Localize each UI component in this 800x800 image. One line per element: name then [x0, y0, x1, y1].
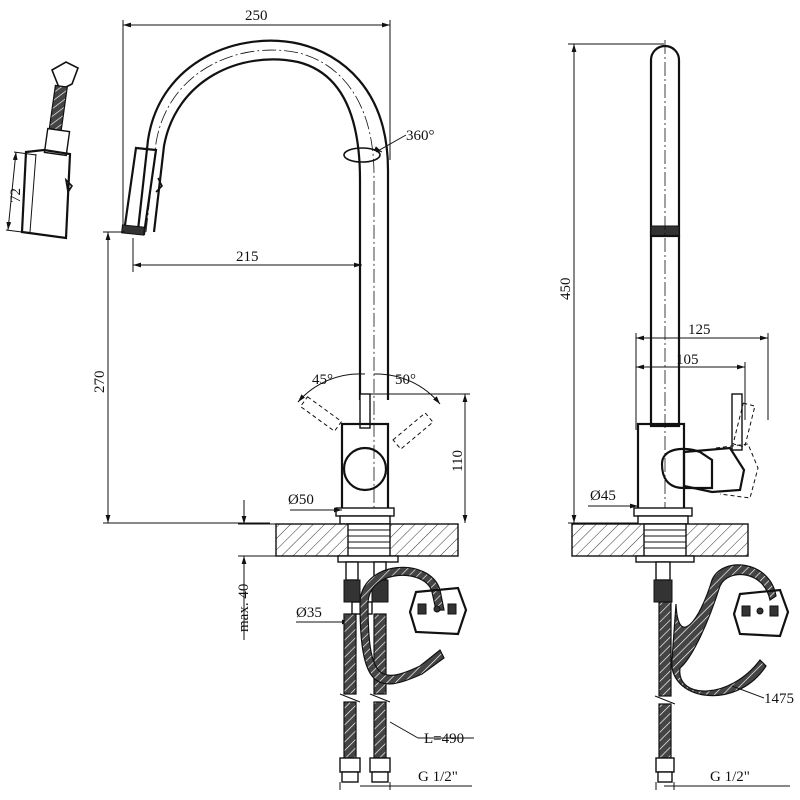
dim-hose-1475: 1475	[764, 691, 794, 707]
thread-front-label: G 1/2"	[418, 769, 458, 785]
spray-length-label: 72	[8, 188, 24, 203]
dim-dia-35: Ø35	[296, 605, 322, 621]
dim-max-40: max. 40	[236, 584, 252, 632]
swivel-360-label: 360°	[406, 128, 435, 144]
spray-head-detail: 72	[5, 61, 80, 240]
front-view: 250 360° 215 270 45° 50°	[92, 8, 474, 790]
spout-inner	[152, 58, 362, 400]
counterweight-front	[408, 586, 468, 636]
dim-depth-105: 105	[676, 352, 699, 368]
dim-hose-490: L=490	[424, 731, 464, 747]
mixer-body	[340, 422, 390, 516]
side-view: 450 125 105 Ø45	[558, 40, 794, 790]
dim-width-250: 250	[245, 8, 268, 24]
dim-reach-215: 215	[236, 249, 259, 265]
dim-height-110: 110	[450, 450, 466, 472]
counterweight-side	[732, 588, 790, 638]
spout-centerline	[145, 49, 375, 540]
thread-side-label: G 1/2"	[710, 769, 750, 785]
spout-outer	[136, 39, 390, 400]
dim-dia-50: Ø50	[288, 492, 314, 508]
angle-50-label: 50°	[395, 372, 416, 388]
angle-45-label: 45°	[312, 372, 333, 388]
dim-depth-125: 125	[688, 322, 711, 338]
dim-dia-45: Ø45	[590, 488, 616, 504]
dim-height-270: 270	[92, 371, 108, 394]
dim-height-450: 450	[558, 278, 574, 301]
